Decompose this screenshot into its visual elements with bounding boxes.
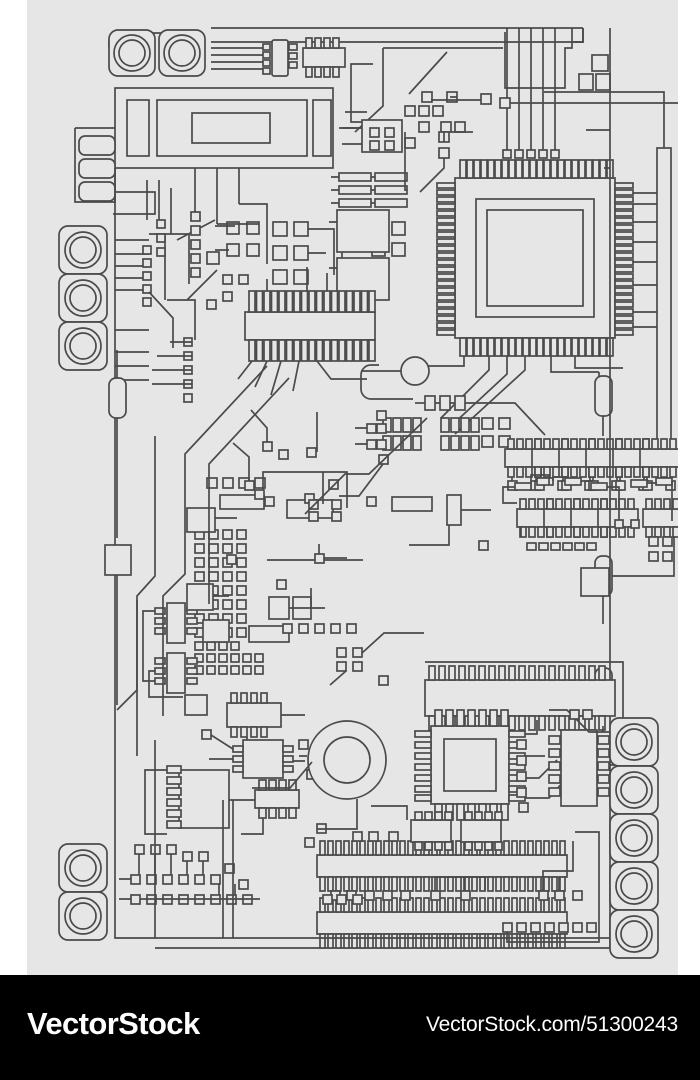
small-chips-left: [142, 602, 208, 716]
bottom-misc-traces: [154, 740, 503, 938]
circuit-board-illustration: [27, 0, 678, 975]
edge-pad-left-group: [104, 350, 132, 705]
pad-block-center: [339, 410, 511, 497]
smd-chip-above-cap: [225, 779, 300, 835]
smd-chip-row-lower: [502, 474, 678, 538]
circular-port-group-left: [58, 225, 108, 371]
pad-strip-below-chips: [526, 536, 673, 562]
small-pad-row-center: [282, 623, 424, 686]
cluster-mid-pads: [272, 221, 335, 285]
resistor-trio: [415, 395, 546, 436]
board-geometry: [58, 27, 678, 959]
circular-port-group-top-left: [108, 29, 206, 77]
long-diagonal-traces: [116, 365, 428, 756]
bottom-left-pad-mesh: [119, 844, 260, 905]
capacitor-round-top: [361, 356, 430, 386]
dip-strip-left-bottom: [144, 765, 230, 835]
footer-bar: [0, 975, 700, 1080]
pads-between-slots: [304, 823, 600, 943]
soic-chip-grid: [226, 692, 305, 762]
circular-port-group-right: [609, 717, 659, 959]
expansion-slot-1: [316, 840, 568, 892]
bottom-connector-block: [201, 729, 317, 780]
capacitor-large-round: [307, 720, 387, 800]
vectorstock-source-url: VectorStock.com/51300243: [425, 1013, 678, 1036]
artwork-canvas: [27, 0, 678, 975]
vectorstock-brand-logo: VectorStock: [27, 1006, 200, 1041]
memory-module-slot: [114, 87, 334, 169]
smd-chip-top: [302, 37, 346, 78]
square-blocks-mid: [186, 507, 325, 643]
center-pad-cluster: [190, 168, 268, 278]
ribbon-cable: [211, 39, 298, 77]
circular-port-group-bottom-left: [58, 843, 108, 941]
card-connector-upper: [424, 661, 624, 731]
main-cpu-qfp: [436, 159, 657, 357]
resistor-stack: [331, 132, 408, 208]
expansion-slot-2: [316, 897, 568, 949]
upper-left-box-region: [206, 409, 491, 590]
dip-chip-center: [237, 267, 376, 396]
